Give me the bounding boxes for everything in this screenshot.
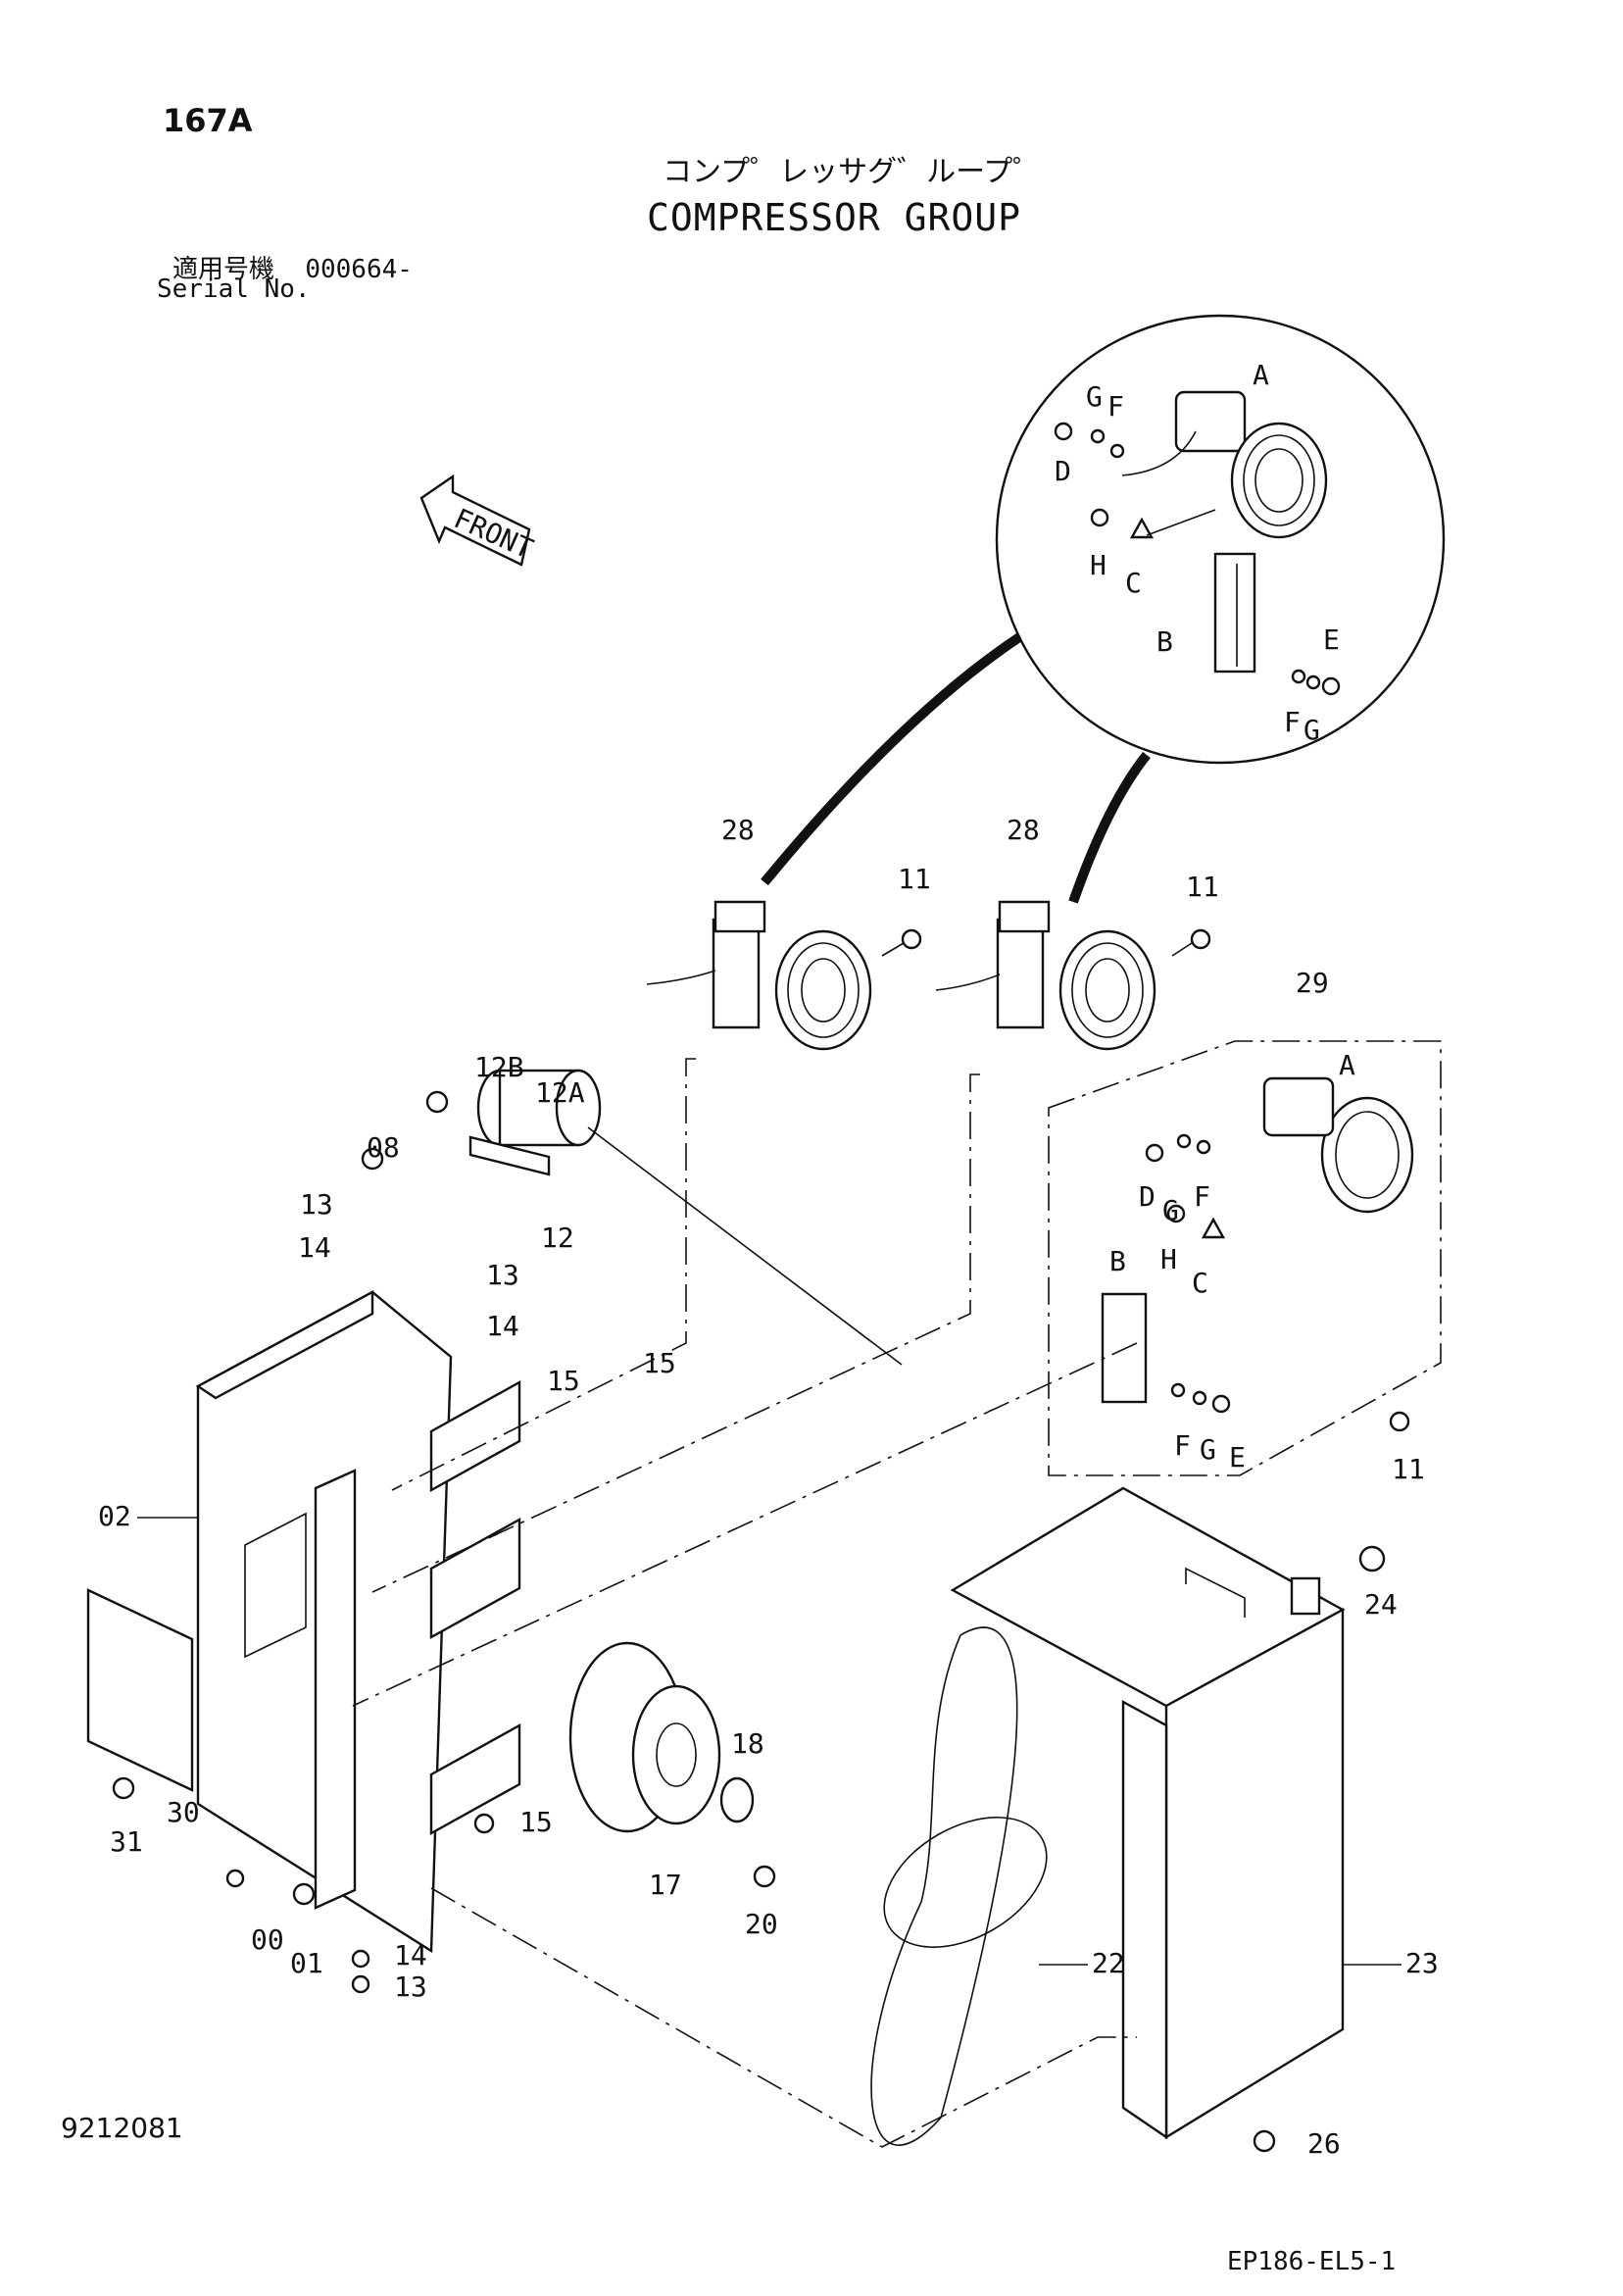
serial-value: 000664- [305, 255, 413, 284]
label-12A: 12A [535, 1076, 585, 1109]
detail-circle [761, 314, 1446, 904]
drawing-number: 9212081 [61, 2112, 183, 2144]
kit-label-F2: F [1174, 1429, 1191, 1462]
serial-label-japanese: 適用号機 000664- [172, 249, 413, 285]
label-15-b: 15 [643, 1347, 676, 1379]
label-29: 29 [1296, 967, 1329, 999]
kit-label-D: D [1139, 1180, 1156, 1213]
serial-label-jp-text: 適用号機 [172, 255, 275, 284]
page-number: 167A [163, 102, 253, 139]
detail-label-F2: F [1284, 706, 1301, 738]
detail-label-C: C [1125, 567, 1142, 599]
detail-label-D: D [1055, 455, 1071, 487]
label-31: 31 [110, 1825, 143, 1858]
label-11-kit: 11 [1392, 1453, 1425, 1485]
main-bracket [86, 1289, 521, 1994]
compressor-left [646, 900, 922, 1051]
kit-label-B: B [1109, 1245, 1126, 1277]
kit-29-outline [1048, 1040, 1442, 1476]
label-13-a: 13 [300, 1188, 333, 1221]
label-14-c: 14 [394, 1939, 427, 1972]
compressor-body-icon [1174, 390, 1247, 453]
kit-29-compressor [1101, 1076, 1414, 1414]
label-12: 12 [541, 1222, 574, 1254]
label-11-left: 11 [898, 863, 931, 895]
label-13-b: 13 [486, 1259, 519, 1291]
kit-label-G: G [1162, 1194, 1179, 1226]
label-11-right: 11 [1186, 871, 1219, 903]
detail-label-E: E [1323, 624, 1340, 656]
label-13-c: 13 [394, 1971, 427, 2003]
label-15-a: 15 [547, 1365, 580, 1397]
compressor-right [935, 900, 1211, 1051]
kit-label-A: A [1339, 1049, 1355, 1081]
kit-label-C: C [1192, 1267, 1208, 1299]
label-30: 30 [167, 1796, 200, 1828]
drive-belt [870, 1626, 1048, 2146]
kit-label-H: H [1160, 1243, 1177, 1275]
label-14-a: 14 [298, 1231, 331, 1264]
label-15-c: 15 [519, 1806, 553, 1838]
label-20: 20 [745, 1908, 778, 1940]
label-18: 18 [731, 1727, 764, 1760]
label-01: 01 [290, 1947, 323, 1979]
detail-label-G: G [1086, 380, 1103, 413]
kit-label-F: F [1194, 1180, 1210, 1213]
label-08: 08 [367, 1131, 400, 1164]
belt-cover [950, 1486, 1386, 2153]
detail-label-G2: G [1303, 714, 1320, 746]
label-26: 26 [1307, 2127, 1341, 2160]
detail-label-F: F [1107, 390, 1124, 423]
serial-label-english: Serial No. [157, 275, 311, 304]
detail-label-B: B [1156, 625, 1173, 658]
idler-assembly [361, 1069, 903, 1366]
label-24: 24 [1364, 1588, 1398, 1621]
label-00: 00 [251, 1923, 284, 1956]
label-28-right: 28 [1007, 814, 1040, 846]
detail-label-A: A [1253, 359, 1269, 391]
kit-label-E: E [1229, 1441, 1246, 1473]
label-14-b: 14 [486, 1310, 519, 1342]
detail-label-H: H [1090, 549, 1107, 581]
label-23: 23 [1405, 1947, 1439, 1979]
label-12B: 12B [474, 1051, 524, 1083]
pulley [568, 1641, 776, 1888]
reference-code: EP186-EL5-1 [1227, 2247, 1397, 2276]
label-02: 02 [98, 1500, 131, 1532]
page-title: COMPRESSOR GROUP [647, 196, 1022, 239]
label-22: 22 [1092, 1947, 1125, 1979]
title-japanese: コンプ゜レッサグ゛ループ゜ [663, 155, 1043, 189]
kit-label-G2: G [1200, 1433, 1216, 1466]
front-arrow-icon: FRONT [419, 474, 538, 567]
label-17: 17 [649, 1869, 682, 1901]
bolt-icon [1054, 422, 1073, 441]
label-28-left: 28 [721, 814, 755, 846]
